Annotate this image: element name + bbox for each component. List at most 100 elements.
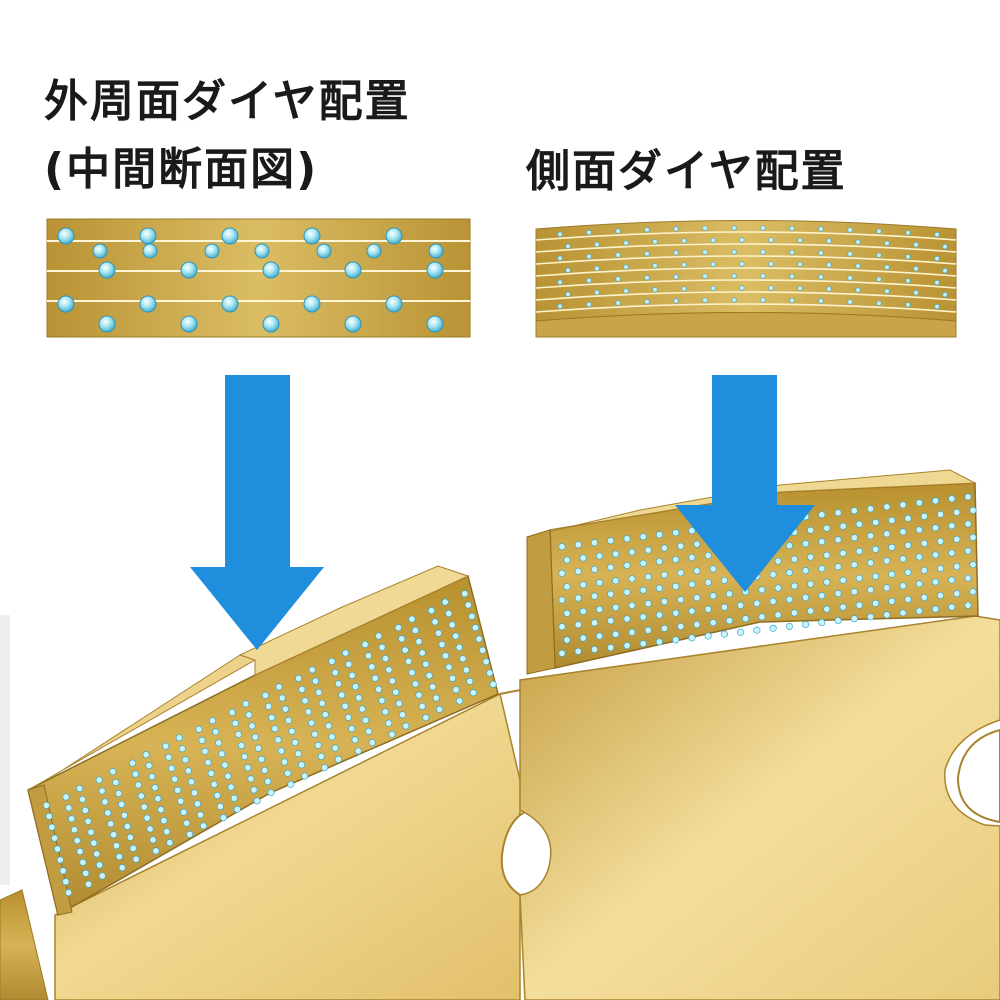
diamond (140, 803, 148, 811)
diamond (948, 549, 956, 557)
diamond (826, 262, 832, 268)
diamond (612, 550, 620, 558)
diamond (118, 800, 126, 808)
diamond (628, 601, 636, 610)
diamond (183, 819, 191, 827)
diamond (725, 617, 733, 625)
side-strip-line (535, 231, 957, 241)
diamond (385, 227, 403, 245)
diamond (904, 541, 912, 549)
diamond (345, 660, 353, 668)
diamond (818, 565, 826, 573)
diamond (70, 826, 78, 834)
diamond (936, 537, 945, 545)
diamond (464, 601, 472, 609)
diamond (455, 643, 463, 651)
diamond (672, 582, 680, 590)
diamond (920, 593, 928, 602)
diamond (872, 518, 880, 526)
diamond (964, 601, 972, 609)
side-strip-lines (535, 231, 957, 313)
diamond (468, 612, 476, 620)
diamond (231, 719, 239, 727)
left-title-line2: (中間断面図) (44, 144, 319, 195)
diamond (303, 227, 321, 245)
diamond (789, 273, 795, 279)
diamond (355, 694, 363, 702)
diamond (595, 632, 604, 640)
diamond (368, 663, 376, 671)
diamond (277, 747, 285, 755)
diamond (334, 755, 342, 763)
diamond (288, 727, 296, 735)
diamond (466, 677, 474, 685)
diamond (426, 315, 444, 333)
diamond (818, 274, 824, 280)
diamond (855, 287, 861, 293)
diamond (469, 689, 477, 697)
diamond (615, 252, 621, 258)
diamond (134, 781, 142, 789)
diamond (731, 297, 737, 303)
diamond (760, 273, 766, 279)
diamond (681, 262, 687, 268)
diamond (807, 526, 815, 534)
diamond (693, 540, 701, 548)
diamond (839, 549, 847, 557)
diamond (563, 609, 571, 617)
diamond (565, 243, 571, 249)
diamond (371, 674, 379, 682)
side-strip (535, 220, 957, 338)
diamond (709, 565, 717, 573)
diamond (267, 789, 275, 797)
diamond (623, 561, 631, 569)
diamond (905, 230, 911, 236)
diamond (915, 499, 923, 507)
diamond (348, 725, 356, 733)
diamond (574, 541, 582, 549)
diamond (563, 583, 571, 591)
diamond (595, 552, 604, 560)
diamond (888, 570, 896, 578)
diamond (325, 722, 333, 730)
cross-section-diamonds (57, 227, 444, 333)
diamond (295, 674, 303, 682)
diamond (251, 733, 259, 741)
diamond (109, 768, 117, 776)
left-blade (0, 565, 575, 1000)
right-blade-body (519, 615, 1000, 1000)
diamond (401, 646, 409, 654)
diamond (615, 276, 621, 282)
diamond (797, 261, 803, 267)
diamond (595, 605, 604, 613)
diamond (45, 812, 53, 820)
diamond (590, 645, 599, 654)
diamond (128, 759, 137, 767)
diamond (590, 565, 599, 573)
diamond (415, 691, 423, 699)
diamond (876, 252, 882, 258)
diamond (301, 772, 309, 780)
diamond (702, 297, 708, 303)
diamond (265, 702, 273, 710)
diamond (688, 553, 696, 562)
diamond (612, 630, 620, 638)
diamond (351, 736, 359, 744)
diamond (876, 228, 882, 234)
diamond (215, 739, 223, 747)
diamond (612, 577, 620, 585)
diamond (688, 527, 696, 535)
diamond (165, 753, 173, 761)
diamond (883, 584, 891, 592)
diamond (710, 261, 716, 267)
diamond (115, 789, 123, 798)
diamond (644, 299, 650, 305)
diamond (899, 582, 907, 590)
diamond (760, 297, 766, 303)
diamond (318, 699, 326, 707)
diamond (148, 773, 156, 781)
diamond (758, 613, 766, 621)
diamond (888, 516, 896, 524)
right-title: 側面ダイヤ配置 (526, 146, 847, 197)
